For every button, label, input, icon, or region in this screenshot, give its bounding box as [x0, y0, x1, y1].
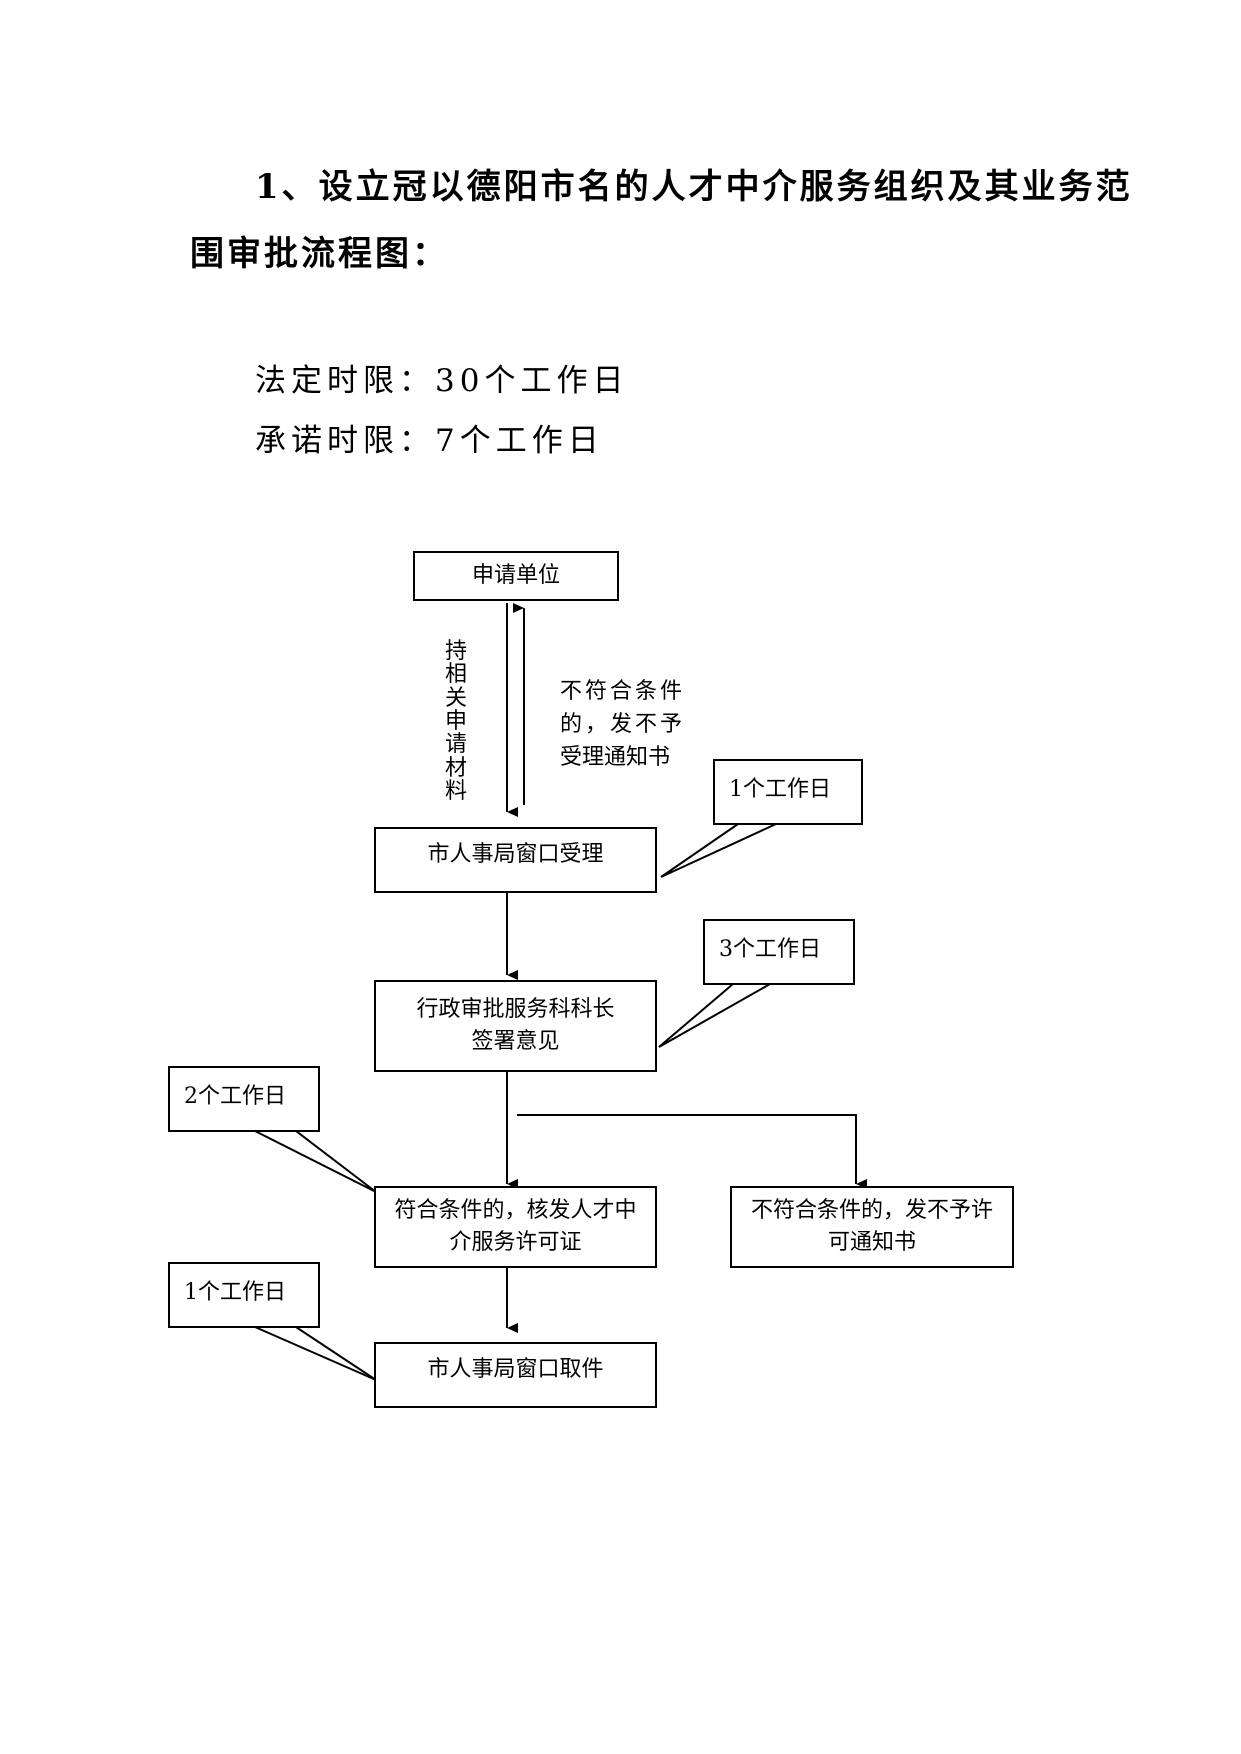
node-chief-signature: 行政审批服务科科长 签署意见 — [374, 980, 657, 1072]
node-window-pickup: 市人事局窗口取件 — [374, 1342, 657, 1408]
edge-label-not-accepted: 不符合条件 的，发不予 受理通知书 — [560, 675, 700, 774]
callout-accept-time: 1个工作日 — [713, 759, 863, 825]
node-applicant: 申请单位 — [413, 551, 619, 601]
callout-chief-time-label: 3个工作日 — [719, 937, 821, 962]
heading-line-2: 围审批流程图： — [190, 234, 449, 274]
callout-pointer-pickup — [254, 1326, 377, 1381]
node-window-accept-label: 市人事局窗口受理 — [427, 842, 604, 867]
promised-time-limit: 承诺时限：7个工作日 — [255, 423, 604, 459]
node-chief-line-2: 签署意见 — [471, 1029, 560, 1054]
edge-label-submit-materials: 持相关申请材料 — [444, 639, 467, 804]
callout-pointer-chief — [658, 983, 774, 1048]
node-applicant-label: 申请单位 — [471, 563, 560, 589]
callout-approve-time: 2个工作日 — [168, 1066, 320, 1132]
heading-line-1: 1、设立冠以德阳市名的人才中介服务组织及其业务范 — [255, 167, 1133, 207]
callout-pickup-time-label: 1个工作日 — [184, 1280, 286, 1305]
node-approve-license: 符合条件的，核发人才中 介服务许可证 — [374, 1186, 657, 1268]
legal-time-limit: 法定时限：30个工作日 — [255, 363, 629, 399]
callout-pointer-approve — [254, 1130, 377, 1193]
edge-label-not-accepted-line-1: 不符合条件 — [560, 679, 686, 704]
node-window-pickup-label: 市人事局窗口取件 — [427, 1357, 604, 1382]
node-window-accept: 市人事局窗口受理 — [374, 827, 657, 893]
callout-accept-time-label: 1个工作日 — [729, 777, 831, 802]
callout-pickup-time: 1个工作日 — [168, 1262, 320, 1328]
callout-approve-time-label: 2个工作日 — [184, 1084, 286, 1109]
edge-label-not-accepted-line-2: 的，发不予 — [560, 712, 686, 737]
node-approve-line-1: 符合条件的，核发人才中 — [394, 1198, 637, 1224]
node-reject-line-1: 不符合条件的，发不予许 — [750, 1198, 993, 1224]
node-reject-notice: 不符合条件的，发不予许 可通知书 — [730, 1186, 1014, 1268]
callout-pointer-accept — [660, 823, 777, 878]
node-approve-line-2: 介服务许可证 — [449, 1230, 582, 1255]
arrow-to-reject — [517, 1114, 867, 1189]
node-reject-line-2: 可通知书 — [827, 1230, 916, 1255]
callout-chief-time: 3个工作日 — [703, 919, 855, 985]
edge-label-not-accepted-line-3: 受理通知书 — [560, 745, 671, 770]
node-chief-line-1: 行政审批服务科科长 — [416, 997, 615, 1023]
